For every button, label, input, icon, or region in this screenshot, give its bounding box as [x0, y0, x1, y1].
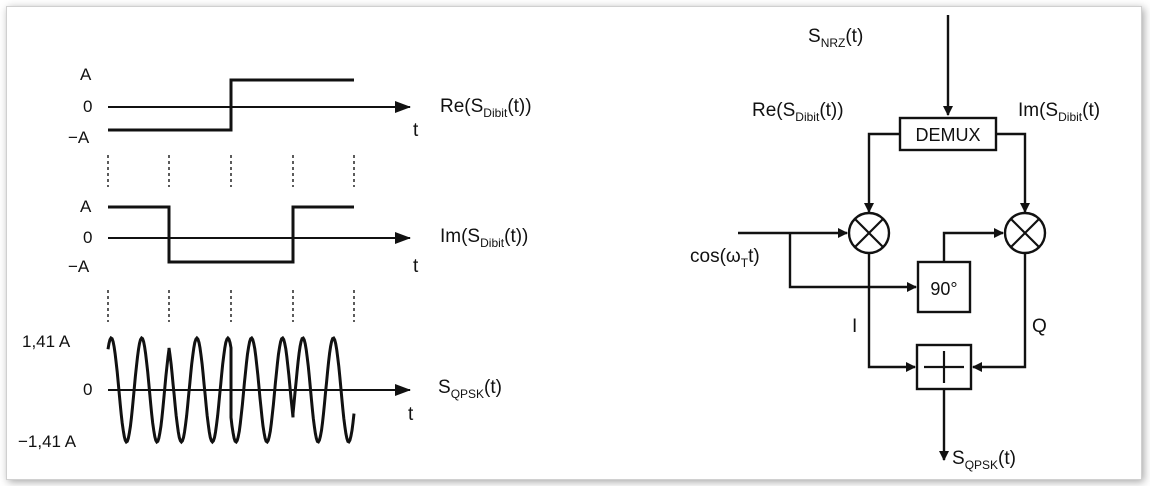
- qpsk-modulator-diagram: SNRZ(t) DEMUX Re(SDibit(t)) Im(SDibit(t)…: [690, 15, 1100, 472]
- re-time-label: t: [413, 120, 419, 141]
- re-dibit-waveform: A 0 −A Re(SDibit(t)) t: [68, 65, 532, 147]
- summer-block: [915, 343, 973, 391]
- re-dibit-label: Re(SDibit(t)): [440, 96, 532, 120]
- phase-to-q-mixer-wire: [942, 228, 1004, 262]
- im-dibit-signal: [108, 205, 354, 264]
- i-branch-wire: [867, 253, 916, 372]
- im-level-zero: 0: [83, 228, 92, 247]
- im-level-minus-a: −A: [68, 257, 90, 276]
- im-dibit-label: Im(SDibit(t)): [440, 226, 528, 250]
- output-qpsk-label: SQPSK(t): [952, 448, 1016, 472]
- re-level-zero: 0: [83, 97, 92, 116]
- tick-marks-row-1: [107, 155, 355, 187]
- q-mixer-cross: [1010, 218, 1040, 248]
- phase-shift-block: [916, 260, 972, 314]
- i-mixer-cross: [854, 218, 884, 248]
- demux-block: [898, 116, 998, 152]
- input-nrz-label: SNRZ(t): [808, 26, 863, 50]
- re-dibit-branch-label: Re(SDibit(t)): [752, 100, 844, 124]
- qpsk-level-max: 1,41 A: [22, 332, 71, 351]
- re-dibit-signal: [108, 78, 354, 132]
- tick-marks-row-2: [107, 290, 355, 322]
- im-time-label: t: [413, 256, 419, 277]
- im-dibit-waveform: A 0 −A Im(SDibit(t)) t: [68, 197, 528, 277]
- q-branch-wire: [972, 253, 1027, 372]
- i-mixer: [847, 211, 891, 255]
- qpsk-label: SQPSK(t): [438, 377, 502, 401]
- q-mixer: [1003, 211, 1047, 255]
- phase-shift-label: 90°: [930, 279, 957, 299]
- carrier-to-phase-wire: [788, 233, 917, 292]
- qpsk-time-label: t: [408, 404, 414, 425]
- qpsk-level-min: −1,41 A: [18, 432, 77, 451]
- qpsk-level-zero: 0: [83, 380, 92, 399]
- carrier-label: cos(ωTt): [690, 246, 760, 270]
- im-branch-wire: [996, 132, 1030, 213]
- im-level-a: A: [80, 197, 92, 216]
- demux-label: DEMUX: [915, 125, 980, 145]
- i-label: I: [852, 316, 857, 337]
- re-level-minus-a: −A: [68, 128, 90, 147]
- figure-frame: [6, 6, 1142, 480]
- q-label: Q: [1032, 316, 1047, 337]
- im-dibit-branch-label: Im(SDibit(t): [1018, 100, 1100, 124]
- re-branch-wire: [864, 132, 900, 213]
- qpsk-signal: [106, 335, 356, 445]
- re-level-a: A: [80, 65, 92, 84]
- qpsk-waveform: 1,41 A 0 −1,41 A SQPSK(t) t: [18, 332, 502, 451]
